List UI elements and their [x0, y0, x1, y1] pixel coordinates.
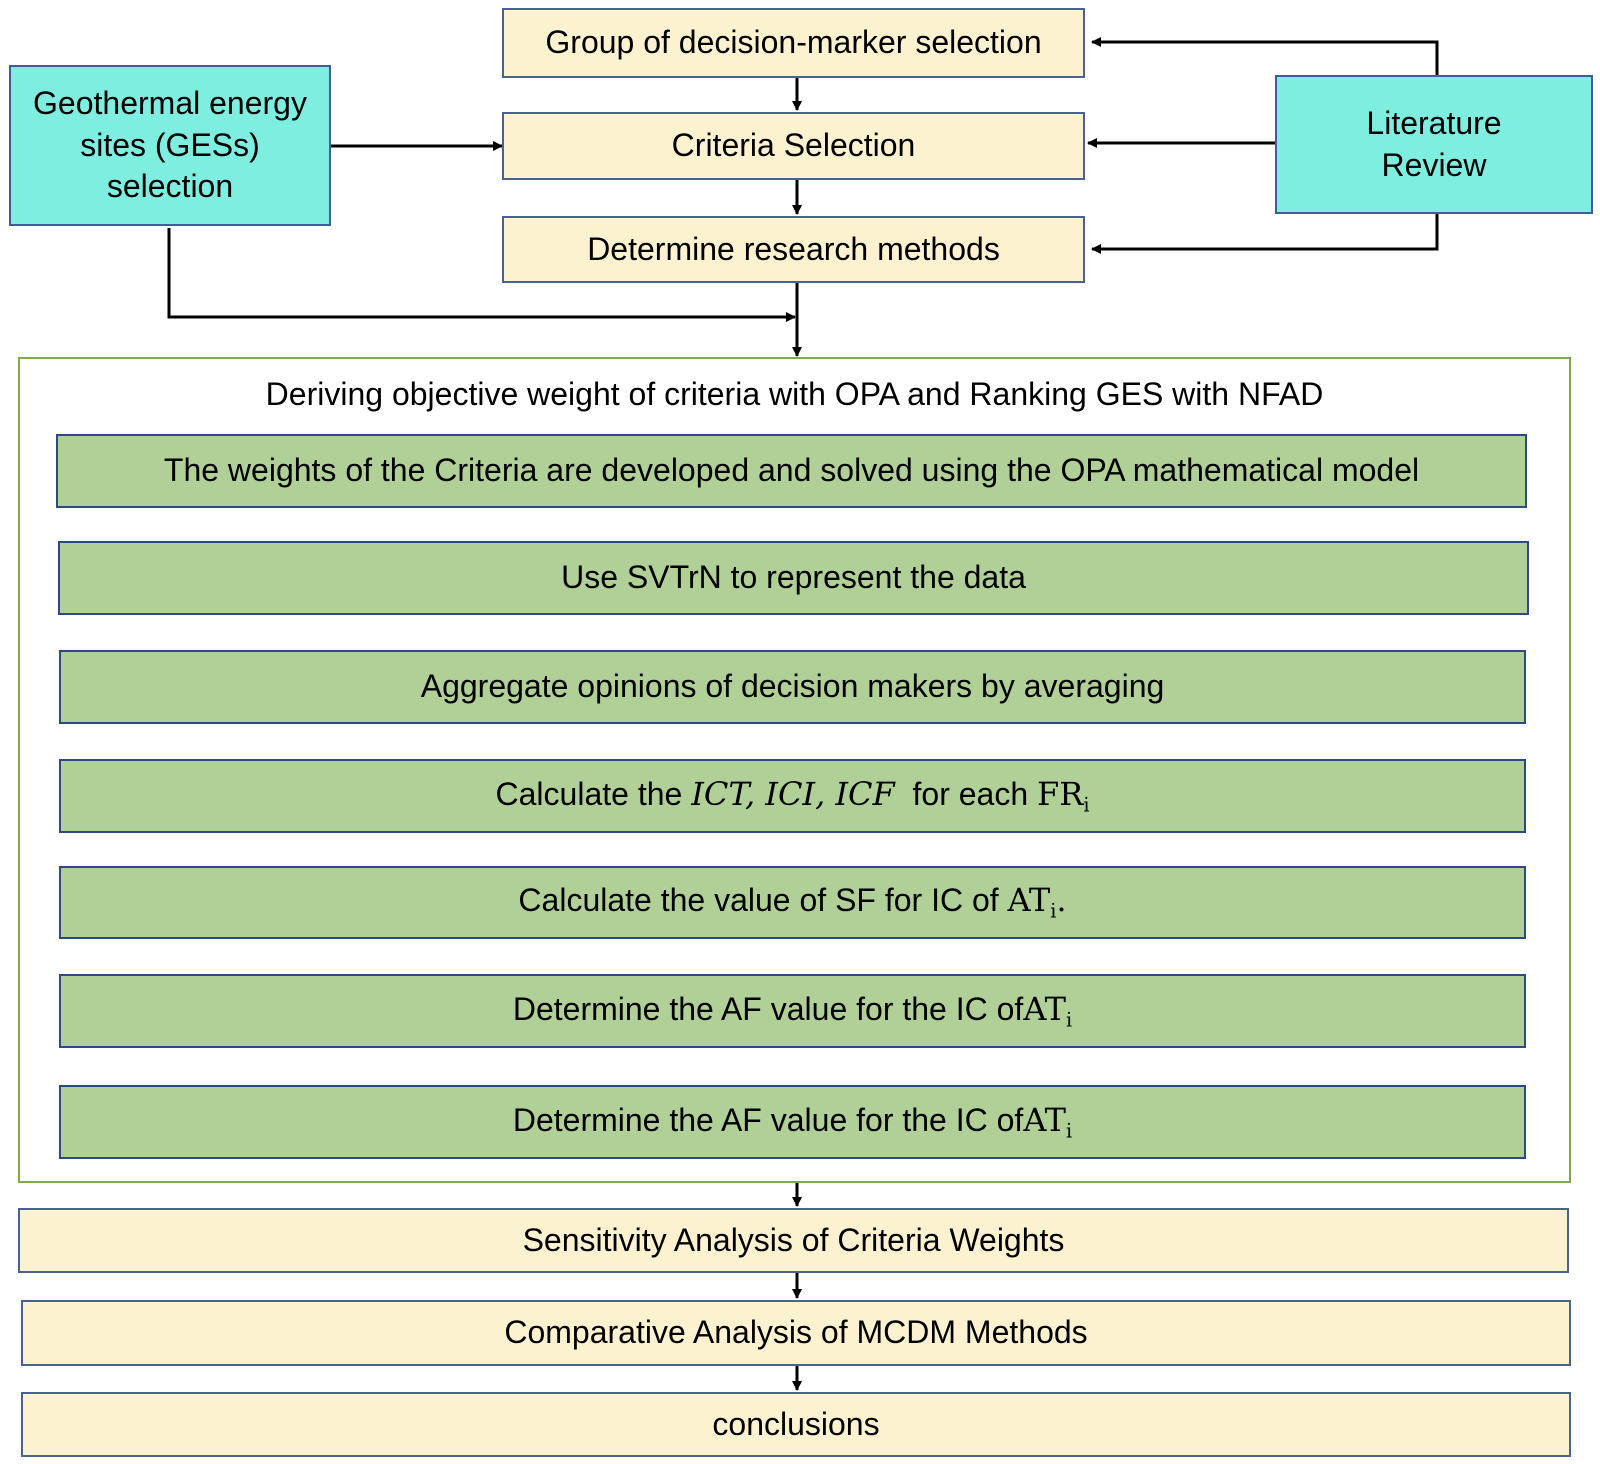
- calc-ict-variables: ICT, ICI, ICF: [691, 774, 895, 813]
- calc-ict-prefix: Calculate the: [495, 775, 683, 812]
- opa-weights-label: The weights of the Criteria are develope…: [163, 452, 1420, 489]
- research-methods-box: Determine research methods: [502, 216, 1085, 283]
- research-methods-label: Determine research methods: [587, 230, 1000, 267]
- sf-symbol-sub: i: [1050, 899, 1057, 923]
- calc-ict-mid: for each: [912, 775, 1029, 812]
- aggregate-step: Aggregate opinions of decision makers by…: [59, 650, 1526, 724]
- aggregate-label: Aggregate opinions of decision makers by…: [420, 668, 1165, 705]
- af2-symbol: ATi: [1023, 1100, 1073, 1143]
- calc-ict-symbol-base: FR: [1037, 774, 1084, 813]
- ges-selection-box: Geothermal energy sites (GESs) selection: [9, 65, 331, 226]
- determine-af-step-1: Determine the AF value for the IC ofATi: [59, 974, 1526, 1048]
- arrow-ges-to-methods-line: [167, 228, 796, 322]
- arrow-literature-to-decision: [1091, 37, 1439, 75]
- calculate-ict-label: Calculate the ICT, ICI, ICF for each FRi: [496, 774, 1090, 819]
- conclusions-label: conclusions: [712, 1405, 880, 1442]
- calc-ict-symbol-sub: i: [1083, 793, 1090, 817]
- criteria-selection-box: Criteria Selection: [502, 112, 1085, 180]
- calculate-ict-step: Calculate the ICT, ICI, ICF for each FRi: [59, 759, 1526, 833]
- af2-symbol-sub: i: [1066, 1119, 1073, 1143]
- decision-maker-selection-box: Group of decision-marker selection: [502, 8, 1085, 78]
- criteria-selection-label: Criteria Selection: [671, 127, 916, 164]
- sf-symbol-base: AT: [1007, 881, 1051, 920]
- comparative-analysis-label: Comparative Analysis of MCDM Methods: [504, 1314, 1088, 1351]
- sf-suffix: .: [1056, 881, 1067, 920]
- sensitivity-analysis-label: Sensitivity Analysis of Criteria Weights: [522, 1221, 1065, 1258]
- calculate-sf-step: Calculate the value of SF for IC of ATi.: [59, 866, 1526, 939]
- determine-af-step-2: Determine the AF value for the IC ofATi: [59, 1085, 1526, 1159]
- af2-prefix: Determine the AF value for the IC of: [512, 1101, 1024, 1138]
- ges-selection-label: Geothermal energy sites (GESs) selection: [33, 85, 307, 205]
- conclusions-box: conclusions: [21, 1392, 1571, 1457]
- calc-ict-symbol: FRi: [1037, 774, 1090, 817]
- svtrn-step: Use SVTrN to represent the data: [58, 541, 1529, 615]
- literature-review-box: Literature Review: [1275, 75, 1593, 214]
- af1-symbol-sub: i: [1066, 1008, 1073, 1032]
- sensitivity-analysis-box: Sensitivity Analysis of Criteria Weights: [18, 1208, 1569, 1273]
- literature-review-label: Literature Review: [1366, 104, 1502, 183]
- frame-title: Deriving objective weight of criteria wi…: [265, 376, 1324, 412]
- af2-symbol-base: AT: [1023, 1100, 1067, 1139]
- determine-af-label-2: Determine the AF value for the IC ofATi: [513, 1100, 1072, 1145]
- determine-af-label-1: Determine the AF value for the IC ofATi: [513, 989, 1072, 1034]
- opa-weights-step: The weights of the Criteria are develope…: [56, 434, 1527, 508]
- calculate-sf-label: Calculate the value of SF for IC of ATi.: [518, 880, 1066, 925]
- sf-prefix: Calculate the value of SF for IC of: [518, 882, 999, 919]
- arrow-literature-to-methods: [1091, 214, 1439, 254]
- sf-symbol: ATi.: [1007, 881, 1067, 923]
- af1-prefix: Determine the AF value for the IC of: [512, 990, 1024, 1027]
- af1-symbol-base: AT: [1023, 989, 1067, 1028]
- svtrn-label: Use SVTrN to represent the data: [561, 559, 1026, 596]
- comparative-analysis-box: Comparative Analysis of MCDM Methods: [21, 1300, 1571, 1366]
- decision-maker-selection-label: Group of decision-marker selection: [545, 24, 1042, 61]
- af1-symbol: ATi: [1023, 989, 1073, 1032]
